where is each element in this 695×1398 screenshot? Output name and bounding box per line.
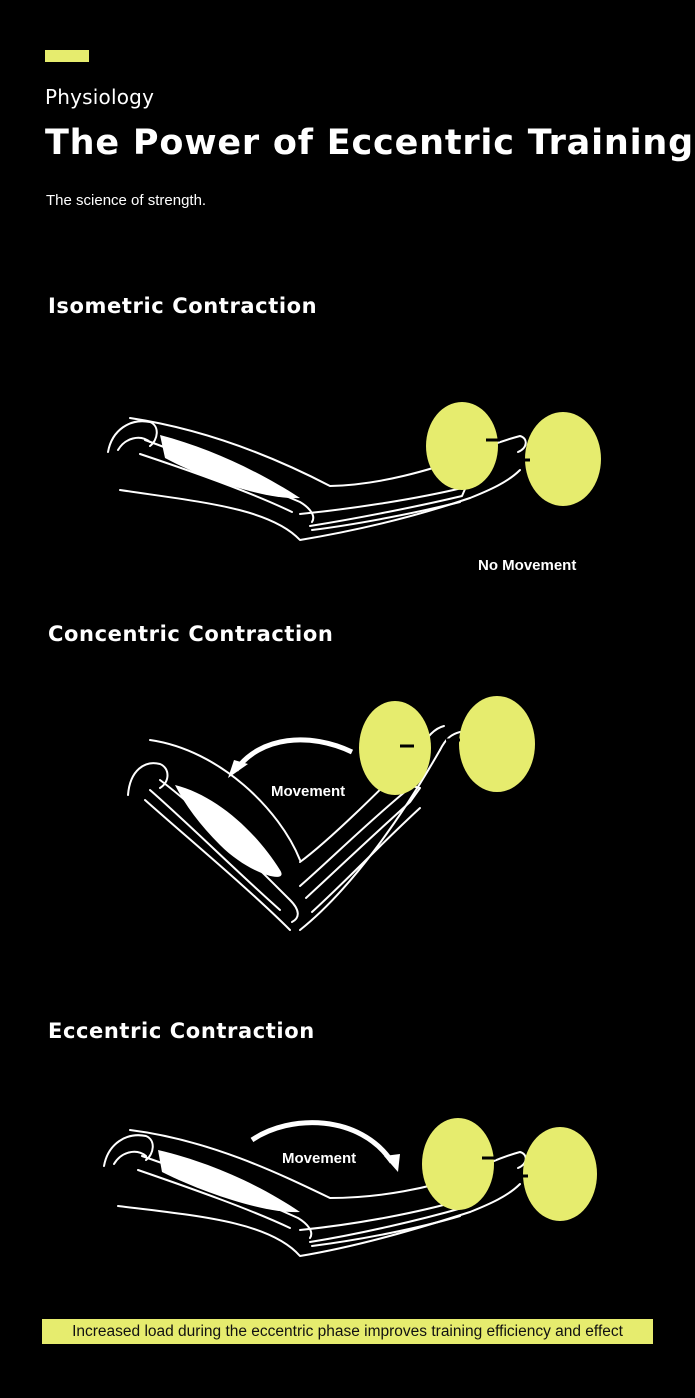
concentric-callout: Movement	[271, 783, 346, 800]
page-subtitle: The science of strength.	[46, 192, 207, 209]
footer-highlight-note: Increased load during the eccentric phas…	[42, 1319, 653, 1344]
isometric-title: Isometric Contraction	[48, 294, 318, 318]
concentric-arm-illustration	[127, 696, 535, 931]
category-label: Physiology	[45, 85, 155, 109]
page-title: The Power of Eccentric Training	[45, 123, 694, 163]
isometric-callout: No Movement	[478, 557, 577, 574]
concentric-title: Concentric Contraction	[48, 622, 334, 646]
accent-bar	[45, 50, 89, 62]
eccentric-callout: Movement	[282, 1150, 357, 1167]
eccentric-arm-illustration	[103, 1118, 597, 1257]
isometric-arm-illustration	[107, 402, 601, 541]
eccentric-title: Eccentric Contraction	[48, 1019, 315, 1043]
